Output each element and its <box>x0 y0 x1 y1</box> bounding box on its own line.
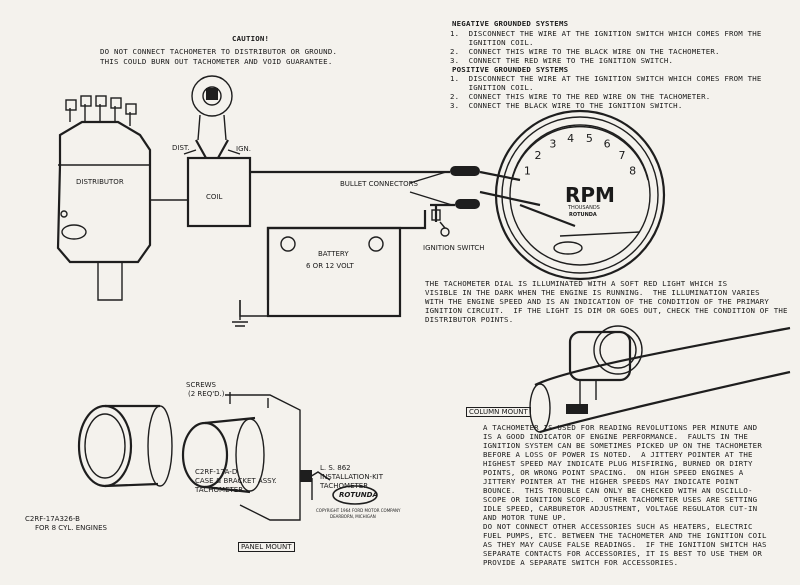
coil-label: COIL <box>206 193 223 201</box>
usage-note-line: AS THEY MAY CAUSE FALSE READINGS. IF THE… <box>483 540 767 549</box>
usage-note-line: FUEL PUMPS, ETC. BETWEEN THE TACHOMETER … <box>483 531 767 540</box>
bullet-connectors <box>409 166 480 209</box>
part-upper-line: C2RF-17A-D <box>195 468 238 476</box>
dial-note-line: WITH THE ENGINE SPEED AND IS AN INDICATI… <box>425 297 770 306</box>
caution-line-1: DO NOT CONNECT TACHOMETER TO DISTRIBUTOR… <box>100 47 338 56</box>
dial-note-line: VISIBLE IN THE DARK WHEN THE ENGINE IS R… <box>425 288 760 297</box>
negative-step: 1. DISCONNECT THE WIRE AT THE IGNITION S… <box>450 29 762 38</box>
dial-note-line: IGNITION CIRCUIT. IF THE LIGHT IS DIM OR… <box>425 306 788 315</box>
part-upper-line: CASE & BRACKET ASSY. <box>195 477 277 485</box>
bullet-connectors-label: BULLET CONNECTORS <box>340 180 418 188</box>
positive-title: POSITIVE GROUNDED SYSTEMS <box>452 65 569 74</box>
copyright-line: DEARBORN, MICHIGAN <box>330 514 376 519</box>
gauge-number-4: 4 <box>567 132 574 145</box>
dist-label: DIST. <box>172 144 190 152</box>
part-lower-line: C2RF-17A326-B <box>25 515 80 523</box>
battery-label: BATTERY <box>318 250 349 258</box>
positive-step: IGNITION COIL. <box>450 83 534 92</box>
gauge-number-5: 5 <box>586 132 593 145</box>
gauge-number-8: 8 <box>629 165 636 178</box>
negative-step: IGNITION COIL. <box>450 38 534 47</box>
gauge-number-7: 7 <box>619 149 626 162</box>
negative-title: NEGATIVE GROUNDED SYSTEMS <box>452 19 569 28</box>
brand-label: ROTUNDA <box>339 491 378 499</box>
distributor-drawing <box>56 95 170 301</box>
usage-note-line: HIGHEST SPEED MAY INDICATE PLUG MISFIRIN… <box>483 459 753 468</box>
caution-title: CAUTION! <box>232 34 270 43</box>
gauge-number-6: 6 <box>604 138 611 151</box>
battery-volts-label: 6 OR 12 VOLT <box>306 262 354 270</box>
positive-step: 2. CONNECT THIS WIRE TO THE RED WIRE ON … <box>450 92 711 101</box>
panel-mount-drawing <box>77 392 331 521</box>
usage-note-line: POINTS, OR WRONG POINT SPACING. ON HIGH … <box>483 468 744 477</box>
dial-note-line: THE TACHOMETER DIAL IS ILLUMINATED WITH … <box>425 279 728 288</box>
column-mount-label: COLUMN MOUNT <box>466 407 531 417</box>
usage-note-line: IDLE SPEED, CARBURETOR ADJUSTMENT, VOLTA… <box>483 504 758 513</box>
usage-note-line: A TACHOMETER IS USED FOR READING REVOLUT… <box>483 423 758 432</box>
gauge-number-2: 2 <box>535 149 542 162</box>
ign-label: IGN. <box>236 145 251 153</box>
battery-drawing <box>239 226 402 318</box>
negative-step: 3. CONNECT THE RED WIRE TO THE IGNITION … <box>450 56 674 65</box>
gauge-unit: RPM <box>565 183 615 207</box>
coil-drawing <box>170 75 252 228</box>
dial-note-line: DISTRIBUTOR POINTS. <box>425 315 514 324</box>
kit-line: INSTALLATION-KIT <box>320 473 384 481</box>
tachometer-gauge <box>494 109 666 281</box>
ignition-switch-label: IGNITION SWITCH <box>423 244 485 252</box>
gauge-sub: THOUSANDS <box>568 205 600 211</box>
gauge-brand: ROTUNDA <box>569 212 597 218</box>
part-lower-line: FOR 8 CYL. ENGINES <box>35 524 107 532</box>
usage-note-line: DO NOT CONNECT OTHER ACCESSORIES SUCH AS… <box>483 522 753 531</box>
usage-note-line: BOUNCE. THIS TROUBLE CAN ONLY BE CHECKED… <box>483 486 753 495</box>
kit-line: L. S. 862 <box>320 464 351 472</box>
positive-step: 1. DISCONNECT THE WIRE AT THE IGNITION S… <box>450 74 762 83</box>
usage-note-line: BEFORE A LOSS OF POWER IS NOTED. A JITTE… <box>483 450 753 459</box>
usage-note-line: AND MOTOR TUNE UP. <box>483 513 567 522</box>
rotunda-logo <box>332 485 378 505</box>
usage-note-line: PROVIDE A SEPARATE SWITCH FOR ACCESSORIE… <box>483 558 679 567</box>
screws-label: SCREWS <box>186 381 216 389</box>
caution-line-2: THIS COULD BURN OUT TACHOMETER AND VOID … <box>100 57 333 66</box>
column-mount-drawing <box>529 325 791 434</box>
usage-note-line: JITTERY POINTER AT THE HIGHER SPEEDS MAY… <box>483 477 739 486</box>
part-upper-line: TACHOMETER <box>195 486 244 494</box>
copyright-line: COPYRIGHT 1964 FORD MOTOR COMPANY <box>316 508 401 513</box>
gauge-number-3: 3 <box>549 138 556 151</box>
gauge-number-1: 1 <box>524 165 531 178</box>
usage-note-line: IS A GOOD INDICATOR OF ENGINE PERFORMANC… <box>483 432 749 441</box>
panel-mount-label: PANEL MOUNT <box>238 542 295 552</box>
negative-step: 2. CONNECT THIS WIRE TO THE BLACK WIRE O… <box>450 47 720 56</box>
usage-note-line: IGNITION SYSTEM CAN BE SOMETIMES PICKED … <box>483 441 762 450</box>
distributor-label: DISTRIBUTOR <box>76 178 124 186</box>
kit-line: TACHOMETER <box>320 482 369 490</box>
ignition-switch <box>431 205 450 237</box>
usage-note-line: SEPARATE CONTACTS FOR ACCESSORIES, IT IS… <box>483 549 762 558</box>
positive-step: 3. CONNECT THE BLACK WIRE TO THE IGNITIO… <box>450 101 683 110</box>
usage-note-line: SCOPE OR IGNITION SCOPE. OTHER TACHOMETE… <box>483 495 758 504</box>
screws-sub-label: (2 REQ'D.) <box>188 390 225 398</box>
